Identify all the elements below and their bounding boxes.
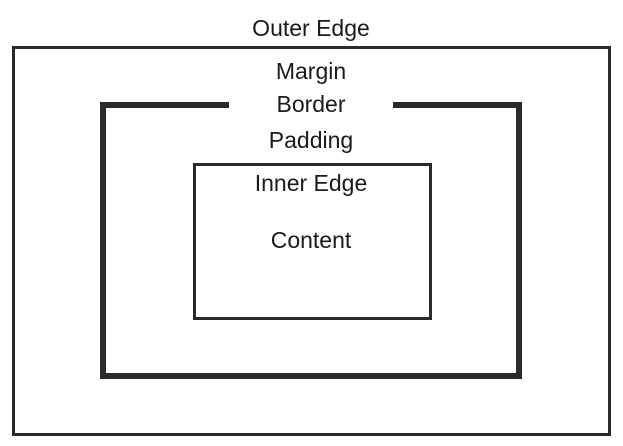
border-label-gap [229,96,393,112]
padding-label: Padding [268,127,354,153]
border-label: Border [276,91,346,117]
outer-edge-label: Outer Edge [252,15,370,41]
inner-edge-box [193,163,432,320]
margin-label: Margin [275,58,347,84]
content-label: Content [270,227,352,253]
outer-edge-box [12,46,611,436]
inner-edge-label: Inner Edge [254,170,368,196]
